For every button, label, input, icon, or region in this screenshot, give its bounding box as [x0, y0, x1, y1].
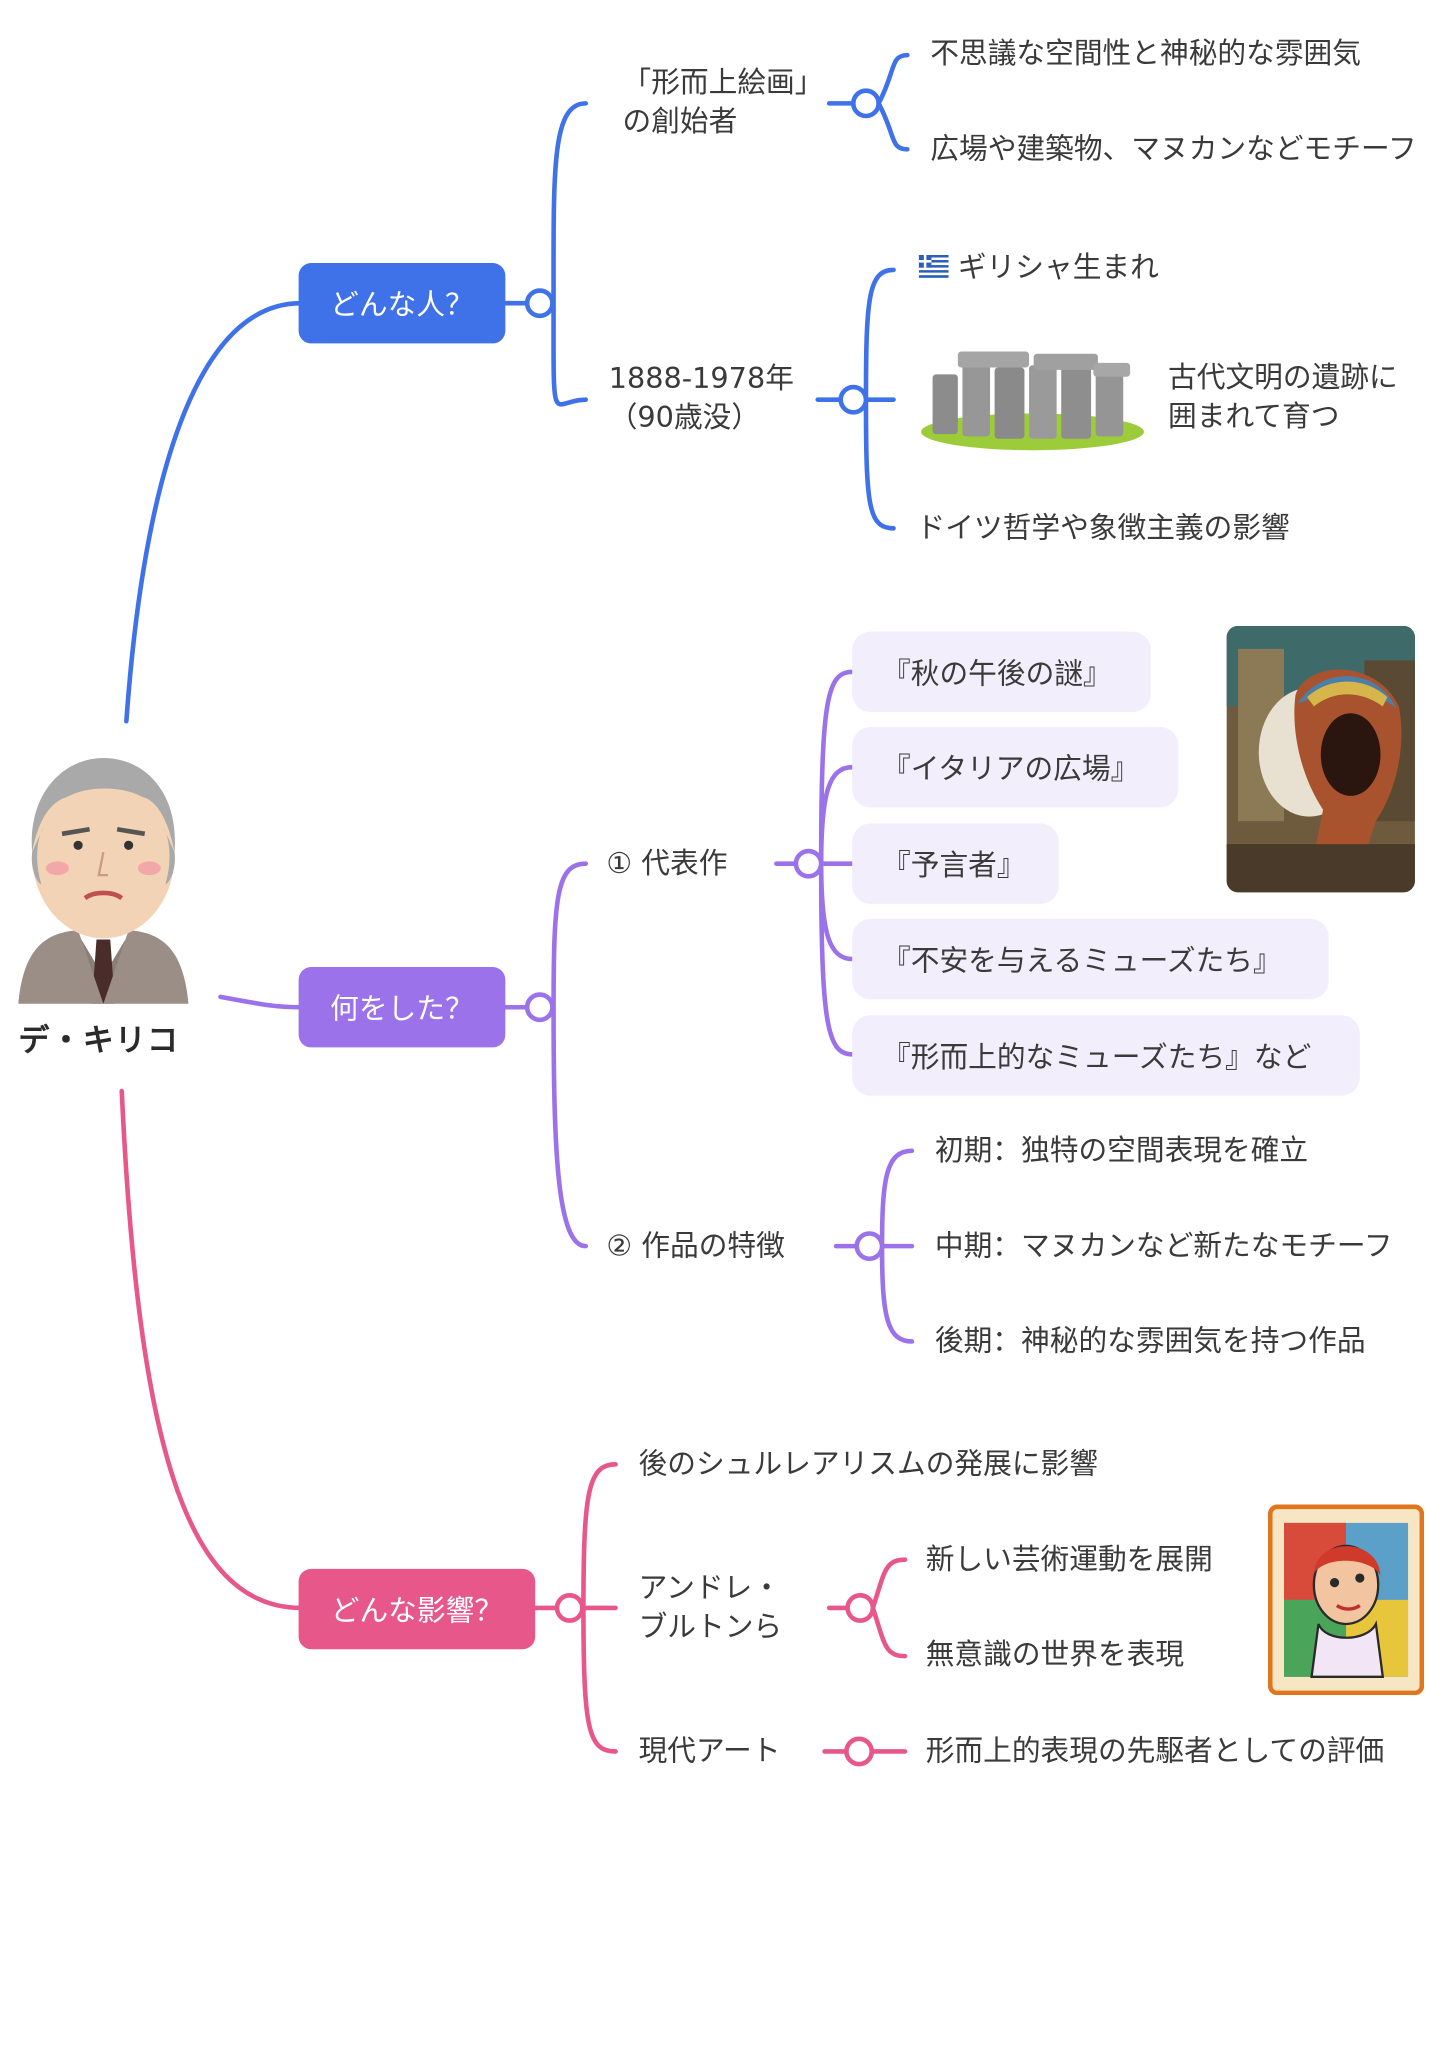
item-early-period[interactable]: 初期：独特の空間表現を確立: [934, 1133, 1309, 1167]
item-mysterious-space[interactable]: 不思議な空間性と神秘的な雰囲気: [930, 36, 1361, 71]
item-middle-period[interactable]: 中期：マヌカンなど新たなモチーフ: [934, 1228, 1393, 1263]
item-born-greece[interactable]: ギリシャ生まれ: [957, 250, 1159, 284]
connector-topic-years: [815, 267, 896, 531]
branch-who[interactable]: どんな人？: [298, 263, 506, 344]
connector-root-influence: [119, 1088, 304, 1611]
connector-topic-works: [774, 669, 855, 1057]
work-autumn-afternoon[interactable]: 『秋の午後の謎』: [852, 631, 1151, 713]
connector-topic-features: [833, 1148, 915, 1344]
connector-topic-creator: [826, 52, 910, 152]
node-what: [524, 992, 555, 1023]
node-modern: [844, 1736, 875, 1767]
node-influence: [554, 1592, 585, 1623]
topic-metaphysical-founder[interactable]: 「形而上絵画」 の創始者: [622, 65, 824, 138]
branch-what[interactable]: 何をした？: [298, 967, 506, 1048]
item-new-art-movement[interactable]: 新しい芸術運動を展開: [925, 1542, 1213, 1576]
item-ancient-ruins[interactable]: 古代文明の遺跡に 囲まれて育つ: [1168, 360, 1398, 433]
stonehenge-illustration: [921, 351, 1144, 451]
connector-what-topics: [500, 861, 589, 1249]
greece-flag-icon: [918, 254, 949, 278]
de-chirico-portrait: [18, 758, 189, 1004]
branch-influence[interactable]: どんな影響？: [298, 1568, 536, 1650]
topic-major-works[interactable]: ① 代表作: [606, 846, 728, 880]
connector-root-what: [218, 994, 304, 1010]
topic-work-features[interactable]: ② 作品の特徴: [606, 1228, 785, 1263]
item-unconscious-world[interactable]: 無意識の世界を表現: [925, 1637, 1185, 1672]
work-disquieting-muses[interactable]: 『不安を与えるミューズたち』: [852, 918, 1329, 1000]
connector-topic-breton: [826, 1557, 908, 1659]
node-works: [793, 848, 824, 879]
work-metaphysical-muses[interactable]: 『形而上的なミューズたち』など: [852, 1015, 1360, 1096]
topic-surrealism-influence[interactable]: 後のシュルレアリスムの発展に影響: [638, 1447, 1098, 1481]
connector-influence-topics: [532, 1462, 618, 1754]
connector-root-who: [124, 300, 304, 724]
node-years: [838, 384, 869, 415]
item-motifs[interactable]: 広場や建築物、マヌカンなどモチーフ: [930, 132, 1417, 166]
surrealist-painting-illustration: [1267, 1504, 1425, 1696]
node-breton: [845, 1592, 876, 1623]
painting-illustration: [1226, 625, 1415, 893]
work-seer[interactable]: 『予言者』: [852, 823, 1059, 904]
item-late-period[interactable]: 後期：神秘的な雰囲気を持つ作品: [934, 1324, 1366, 1358]
topic-andre-breton[interactable]: アンドレ・ ブルトンら: [638, 1571, 783, 1644]
item-german-philosophy[interactable]: ドイツ哲学や象徴主義の影響: [916, 511, 1290, 545]
node-who: [524, 288, 555, 319]
connector-who-topics: [500, 101, 589, 407]
node-creator: [851, 88, 881, 119]
item-pioneer-evaluation[interactable]: 形而上的表現の先駆者としての評価: [925, 1734, 1385, 1768]
topic-modern-art[interactable]: 現代アート: [638, 1734, 781, 1768]
connector-lines: [119, 52, 915, 1767]
work-italian-piazza[interactable]: 『イタリアの広場』: [852, 727, 1179, 808]
central-topic-name: デ・キリコ: [18, 1023, 180, 1059]
node-features: [854, 1231, 885, 1262]
topic-life-years[interactable]: 1888-1978年 （90歳没）: [608, 361, 794, 435]
